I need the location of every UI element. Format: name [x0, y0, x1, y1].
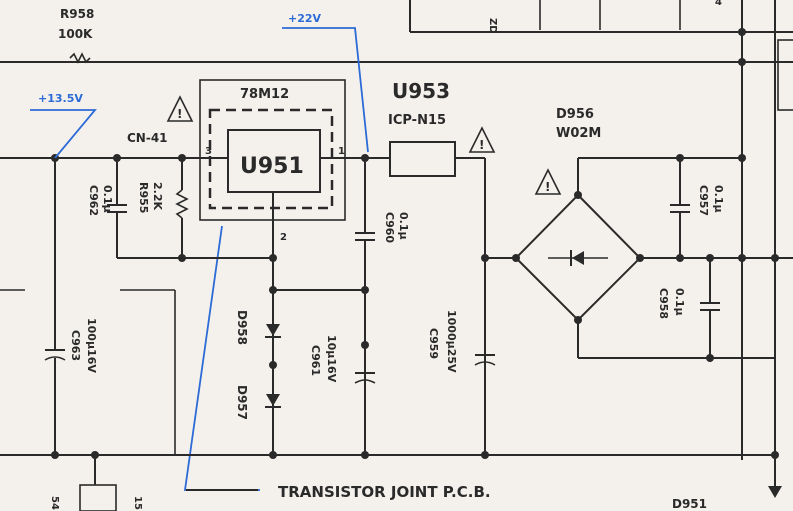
d958-label: D958 [235, 310, 249, 345]
warning-icon: ! [534, 168, 562, 195]
bridge-diode-icon [570, 250, 584, 266]
junction-dot [269, 286, 277, 294]
junction-dot [481, 451, 489, 459]
svg-text:!: ! [545, 180, 550, 194]
u953-body [389, 141, 456, 177]
d951-label: D951 [672, 497, 707, 511]
arrow-icon [768, 486, 782, 498]
r958-label: R958 [60, 7, 94, 21]
r955-value: 2.2K [151, 182, 164, 210]
u953-part-label: ICP-N15 [388, 113, 446, 128]
c958-value: 0.1µ [673, 288, 686, 316]
junction-dot [178, 254, 186, 262]
warning-icon: ! [166, 95, 194, 122]
ref-fragment: ZD [487, 18, 498, 34]
ref-fragment: 4 [715, 0, 722, 8]
junction-dot [771, 254, 779, 262]
v22-annotation: +22V [288, 12, 322, 25]
c962-label: C962 [87, 185, 100, 216]
svg-text:!: ! [177, 107, 182, 121]
bottom-component-outline [79, 484, 117, 511]
junction-dot [361, 286, 369, 294]
c961-label: C961 [309, 345, 322, 376]
warning-icon: ! [468, 126, 496, 153]
heatsink-outline [208, 108, 334, 210]
junction-dot [738, 28, 746, 36]
transistor-pcb-label: TRANSISTOR JOINT P.C.B. [278, 483, 491, 501]
junction-dot [269, 361, 277, 369]
c959-value: 1000µ25V [445, 310, 458, 373]
c963-plate [44, 356, 66, 361]
junction-dot [738, 154, 746, 162]
junction-dot [738, 254, 746, 262]
d957-label: D957 [235, 385, 249, 420]
ref-fragment: 15 [132, 496, 143, 510]
c957-label: C957 [697, 185, 710, 216]
r955-label: R955 [137, 182, 150, 213]
c962-value: 0.1µ [101, 185, 114, 213]
ref-fragment: 54 [49, 496, 60, 510]
junction-dot [512, 254, 520, 262]
c958-label: C958 [657, 288, 670, 319]
junction-dot [738, 58, 746, 66]
junction-dot [269, 451, 277, 459]
d958-diode-icon [265, 324, 281, 338]
d957-diode-icon [265, 394, 281, 408]
c960-label: C960 [383, 212, 396, 243]
c963-value: 100µ16V [85, 318, 98, 373]
c960-value: 0.1µ [397, 212, 410, 240]
u951-label: U951 [240, 154, 304, 179]
junction-dot [771, 451, 779, 459]
v135-annotation: +13.5V [38, 92, 83, 105]
r958-resistor [69, 52, 91, 64]
r955-resistor [175, 189, 189, 219]
v135-pointer [30, 109, 97, 159]
c959-label: C959 [427, 328, 440, 359]
c959-plate [474, 361, 496, 366]
junction-dot [361, 451, 369, 459]
c957-value: 0.1µ [712, 185, 725, 213]
v22-pointer [282, 27, 369, 153]
cn41-label: CN-41 [127, 131, 168, 145]
c961-plate [354, 379, 376, 384]
pin3-label: 3 [205, 146, 212, 157]
junction-dot [361, 341, 369, 349]
pin1-label: 1 [338, 146, 345, 157]
c963-label: C963 [69, 330, 82, 361]
regulator-part-label: 78M12 [240, 87, 289, 102]
svg-text:!: ! [479, 138, 484, 152]
right-component-outline [777, 39, 793, 111]
c961-value: 10µ16V [325, 335, 338, 383]
d956-part: W02M [556, 126, 601, 141]
u953-label: U953 [392, 79, 450, 103]
d956-label: D956 [556, 107, 594, 122]
junction-dot [269, 254, 277, 262]
junction-dot [51, 451, 59, 459]
r958-value: 100K [58, 27, 93, 41]
pin2-label: 2 [280, 232, 287, 243]
pcb-pointer [183, 225, 260, 491]
